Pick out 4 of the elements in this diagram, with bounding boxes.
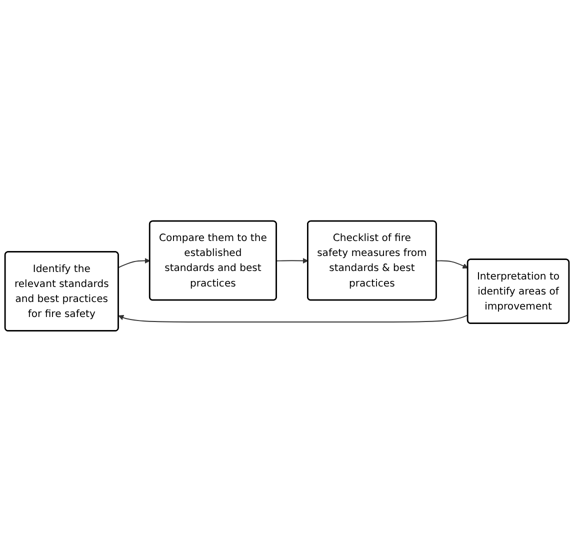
arrow: [436, 260, 468, 268]
arrow: [118, 258, 150, 268]
arrow: [118, 314, 468, 322]
arrow: [276, 258, 308, 264]
